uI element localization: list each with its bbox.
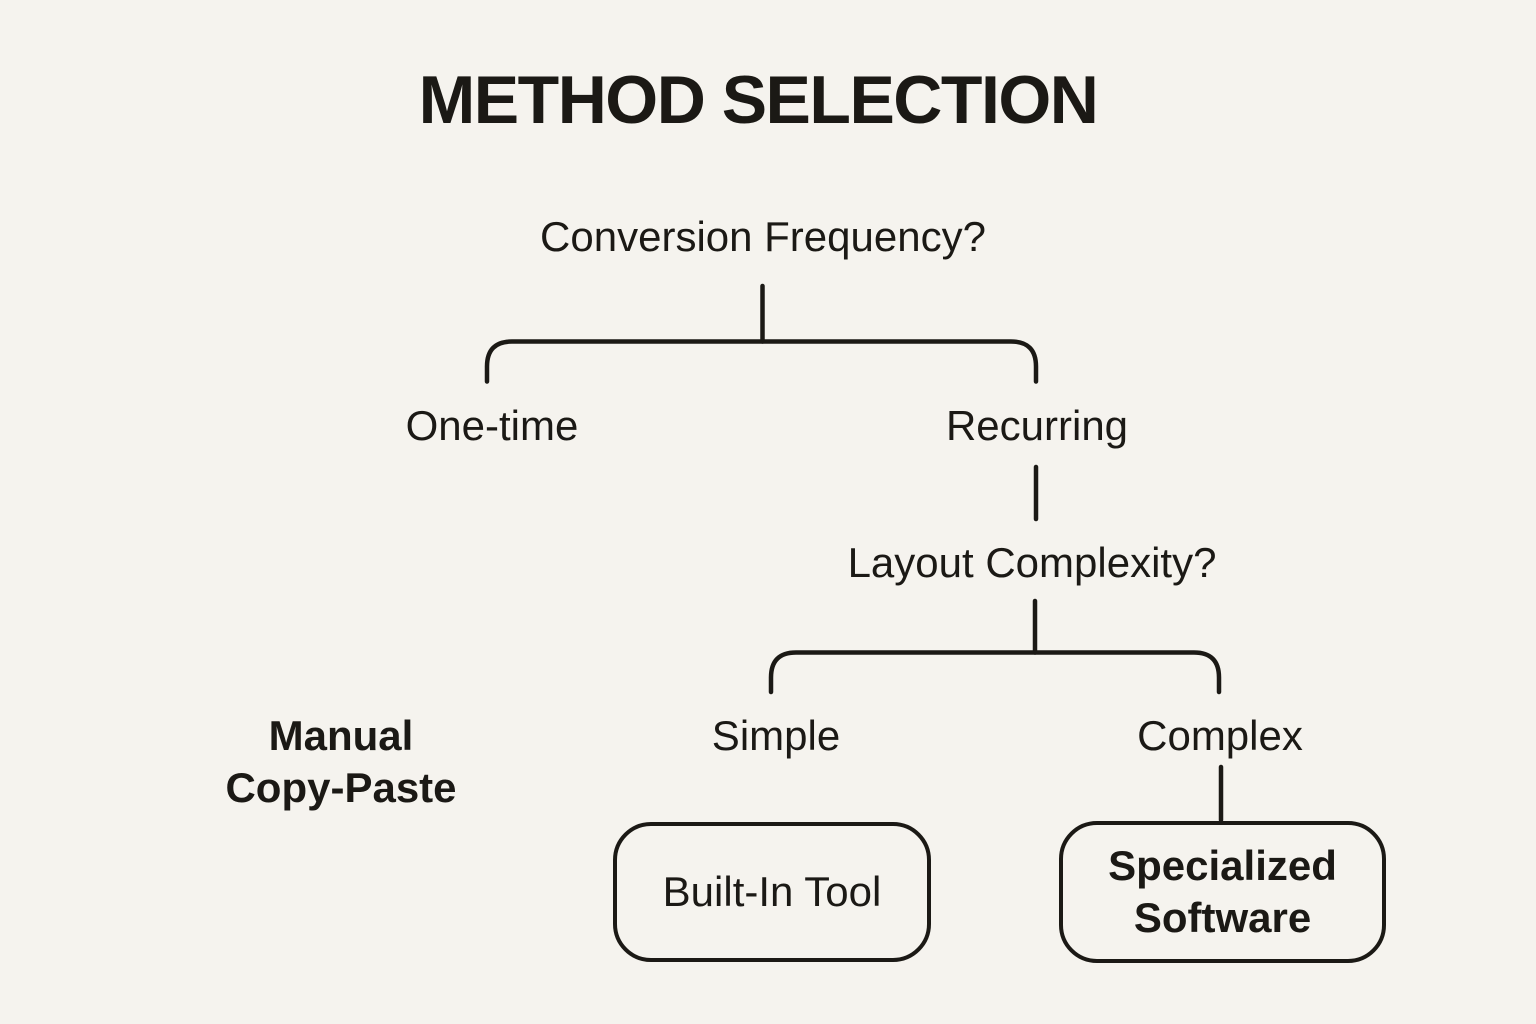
built-in-tool-label: Built-In Tool	[662, 868, 882, 915]
node-second-question: Layout Complexity?	[847, 539, 1217, 586]
node-simple: Simple	[711, 712, 841, 759]
node-one-time: One-time	[405, 402, 579, 449]
specialized-software-line2: Software	[1133, 894, 1312, 941]
diagram-title: METHOD SELECTION	[418, 62, 1099, 138]
node-specialized-software-box: Specialized Software	[1059, 821, 1386, 963]
connector-branch-complexity	[768, 650, 1222, 695]
specialized-software-line1: Specialized	[1108, 842, 1337, 889]
manual-copy-paste-line1: Manual	[268, 712, 414, 759]
connector-branch-frequency	[484, 339, 1039, 384]
node-complex: Complex	[1137, 712, 1303, 759]
node-manual-copy-paste: Manual Copy-Paste	[225, 710, 456, 814]
manual-copy-paste-line2: Copy-Paste	[225, 764, 457, 811]
node-built-in-tool-box: Built-In Tool	[613, 822, 931, 962]
node-recurring: Recurring	[945, 402, 1129, 449]
node-root-question: Conversion Frequency?	[540, 213, 986, 260]
